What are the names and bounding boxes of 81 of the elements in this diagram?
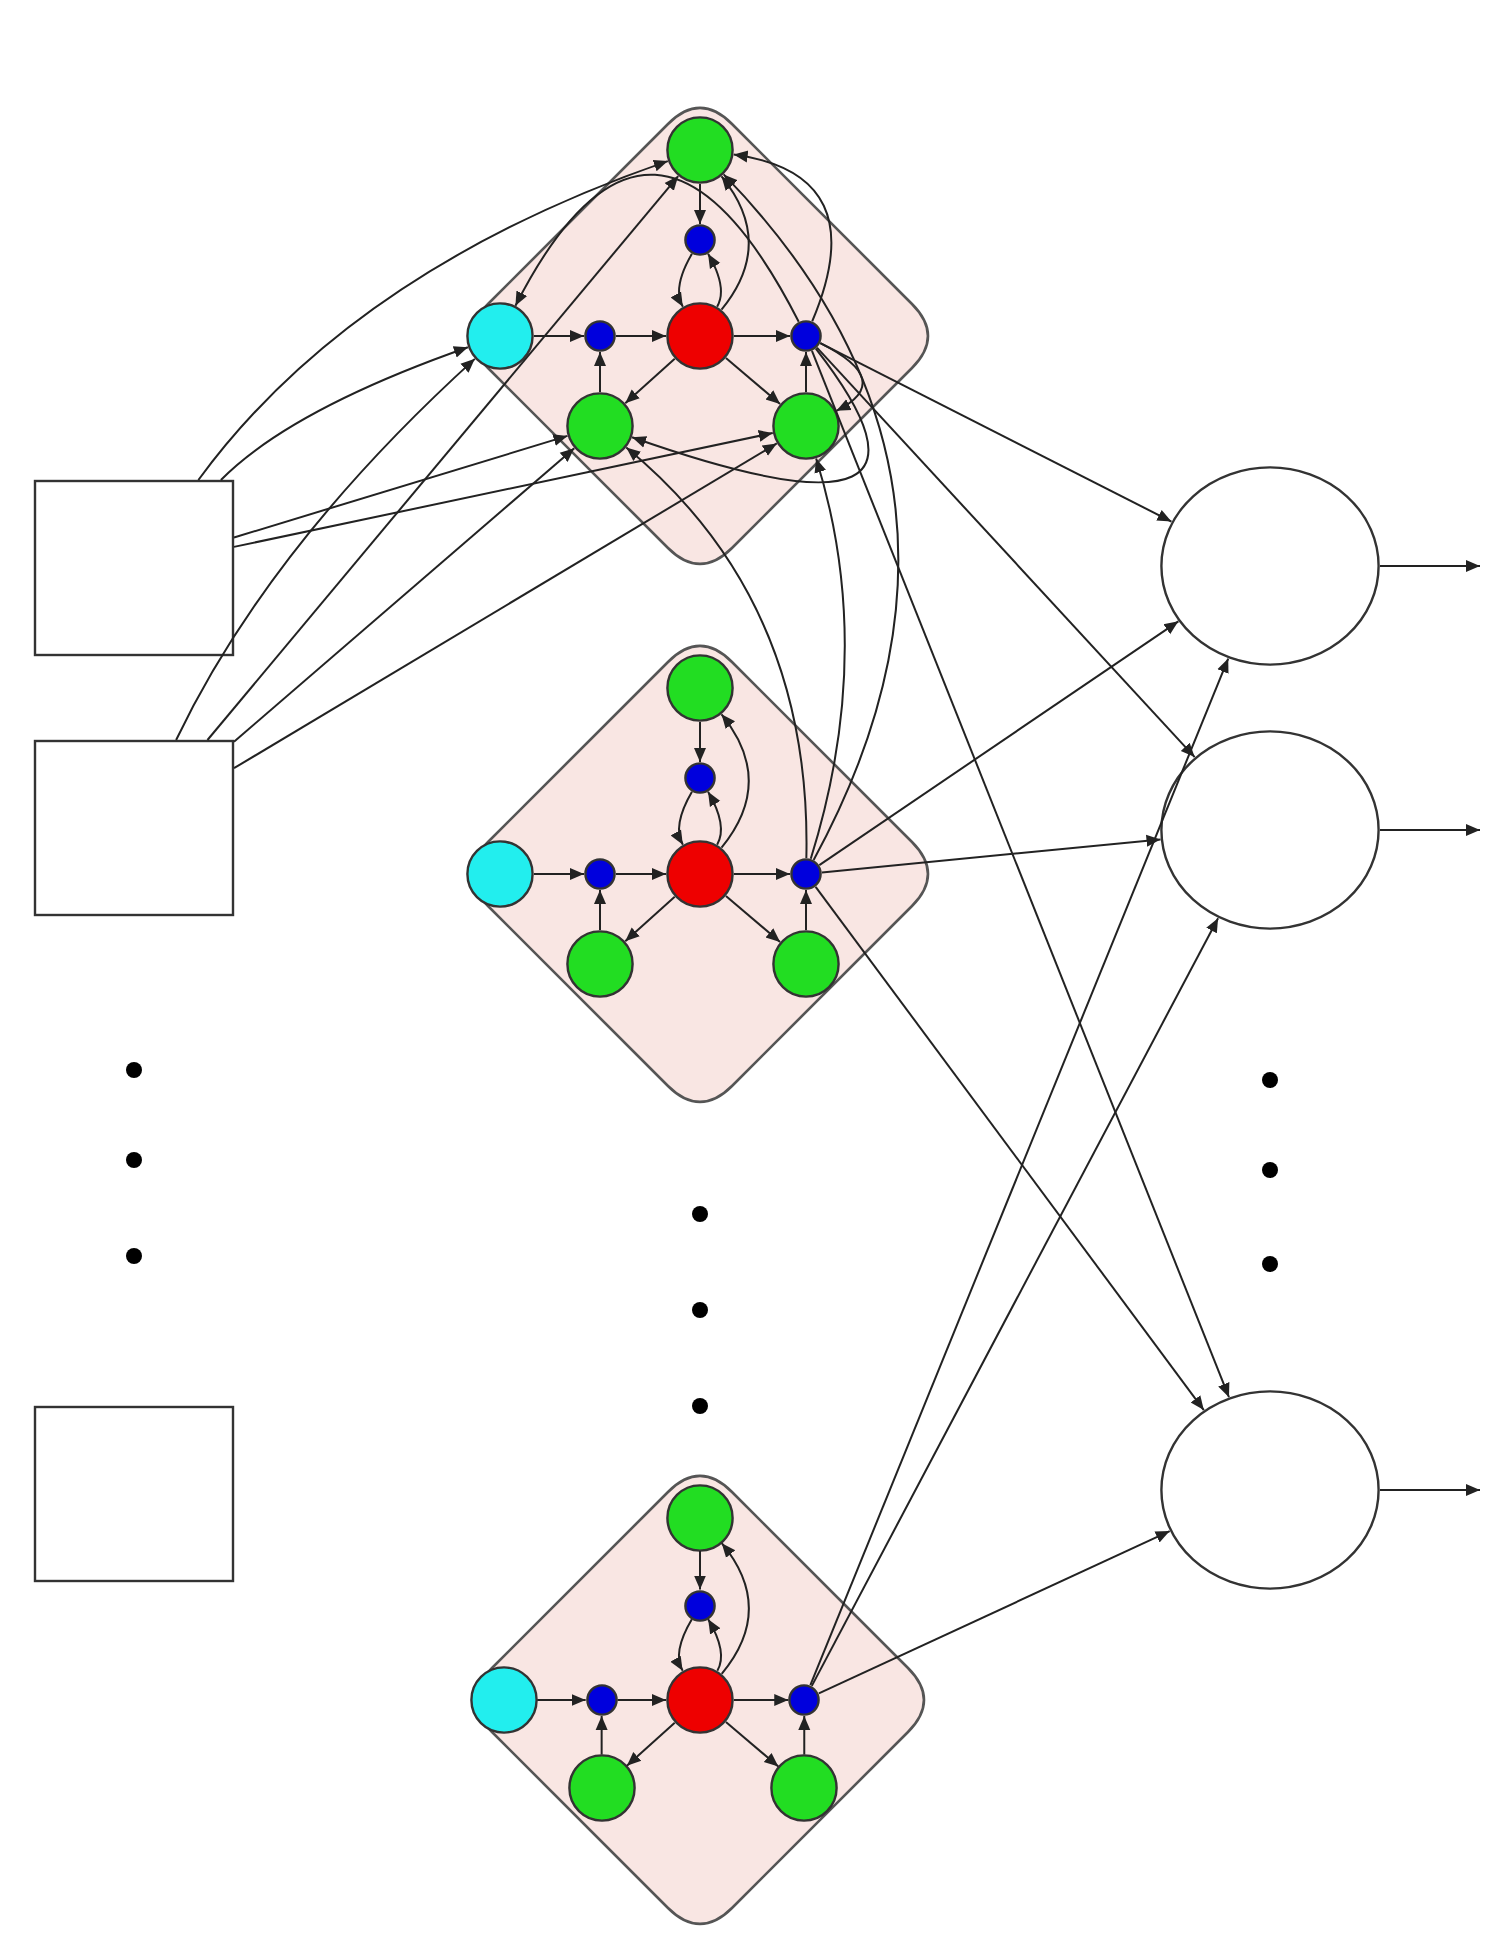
arrow xyxy=(800,351,812,393)
arrow xyxy=(809,457,846,860)
arrow xyxy=(671,252,693,308)
arrow xyxy=(819,342,1173,523)
arrow xyxy=(720,175,750,311)
unit-circle xyxy=(772,930,840,998)
arrow xyxy=(624,895,676,943)
arrow xyxy=(800,889,812,931)
arrow xyxy=(733,868,791,880)
arrow xyxy=(720,1542,750,1675)
input-box xyxy=(34,740,234,916)
arrow xyxy=(1379,824,1481,836)
unit-circle xyxy=(666,302,734,370)
arrow xyxy=(733,1694,790,1706)
arrow xyxy=(724,895,782,943)
arrow xyxy=(671,790,693,846)
arrow xyxy=(707,1618,723,1672)
arrow xyxy=(536,1694,587,1706)
arrow xyxy=(671,1618,693,1672)
arrow xyxy=(720,713,750,849)
output-circle xyxy=(1160,730,1380,930)
arrow xyxy=(814,885,1205,1412)
arrow xyxy=(175,357,476,741)
unit-circle xyxy=(666,654,734,722)
arrow xyxy=(809,657,1230,1687)
unit-circle xyxy=(772,392,840,460)
arrow xyxy=(707,252,722,308)
arrow xyxy=(733,330,791,342)
arrow xyxy=(595,1715,608,1756)
output-circle xyxy=(1160,466,1380,666)
arrow xyxy=(533,330,585,342)
arrow xyxy=(694,721,706,763)
arrow xyxy=(616,1694,667,1706)
unit-circle xyxy=(666,116,734,184)
arrow xyxy=(615,868,667,880)
arrow xyxy=(631,347,870,483)
arrow xyxy=(615,330,667,342)
unit-circle xyxy=(770,1754,839,1823)
arrow xyxy=(1379,1484,1481,1496)
arrow xyxy=(694,1550,706,1591)
arrow xyxy=(798,1715,811,1756)
arrow xyxy=(624,357,676,405)
arrow xyxy=(722,173,900,861)
arrow xyxy=(625,1721,676,1767)
arrow xyxy=(1379,560,1481,572)
arrow xyxy=(233,430,774,548)
unit-circle xyxy=(466,302,534,370)
arrow xyxy=(533,868,585,880)
arrow xyxy=(514,173,800,323)
arrow xyxy=(732,151,833,323)
input-box xyxy=(34,480,234,656)
arrow xyxy=(820,834,1162,874)
arrow xyxy=(206,175,680,741)
unit-circle xyxy=(684,1589,716,1622)
arrow xyxy=(197,160,669,481)
arrow xyxy=(818,620,1180,867)
unit-circle xyxy=(469,1666,538,1734)
arrow xyxy=(594,351,606,393)
arrow xyxy=(815,346,1196,759)
arrow xyxy=(810,917,1220,1687)
arrow xyxy=(724,357,782,405)
arrow xyxy=(625,446,808,859)
unit-circle xyxy=(666,840,734,908)
unit-circle xyxy=(567,1754,636,1823)
input-box xyxy=(34,1406,234,1582)
unit-circle xyxy=(566,392,634,460)
arrow xyxy=(233,447,576,743)
arrow xyxy=(233,434,569,539)
arrow xyxy=(233,442,778,770)
arrow xyxy=(219,346,469,481)
unit-circle xyxy=(466,840,534,908)
unit-circle xyxy=(666,1666,734,1734)
unit-circle xyxy=(666,1483,734,1552)
arrow xyxy=(810,349,1230,1399)
arrow xyxy=(694,183,706,225)
output-circle xyxy=(1160,1390,1380,1590)
arrow xyxy=(724,1721,780,1768)
arrow xyxy=(817,1530,1171,1695)
unit-circle xyxy=(566,930,634,998)
arrow xyxy=(594,889,606,931)
arrow xyxy=(707,790,722,846)
